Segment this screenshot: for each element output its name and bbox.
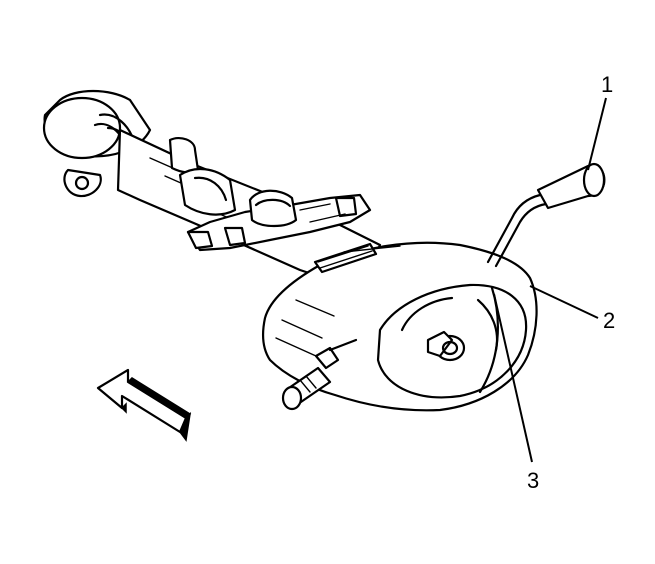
callout-2: 2 <box>603 308 615 333</box>
leader-line-1 <box>587 97 607 171</box>
callout-3: 3 <box>527 468 539 493</box>
column-tube <box>116 128 382 292</box>
leader-line-2 <box>529 285 599 319</box>
column-upper-end <box>42 90 152 198</box>
mounting-bracket <box>186 189 372 252</box>
callout-1: 1 <box>601 72 613 97</box>
leader-line-3 <box>493 293 533 463</box>
direction-arrow-icon <box>96 368 192 442</box>
center-stud <box>426 330 466 362</box>
cruise-knob <box>281 338 358 411</box>
turn-signal-lever <box>486 162 606 268</box>
